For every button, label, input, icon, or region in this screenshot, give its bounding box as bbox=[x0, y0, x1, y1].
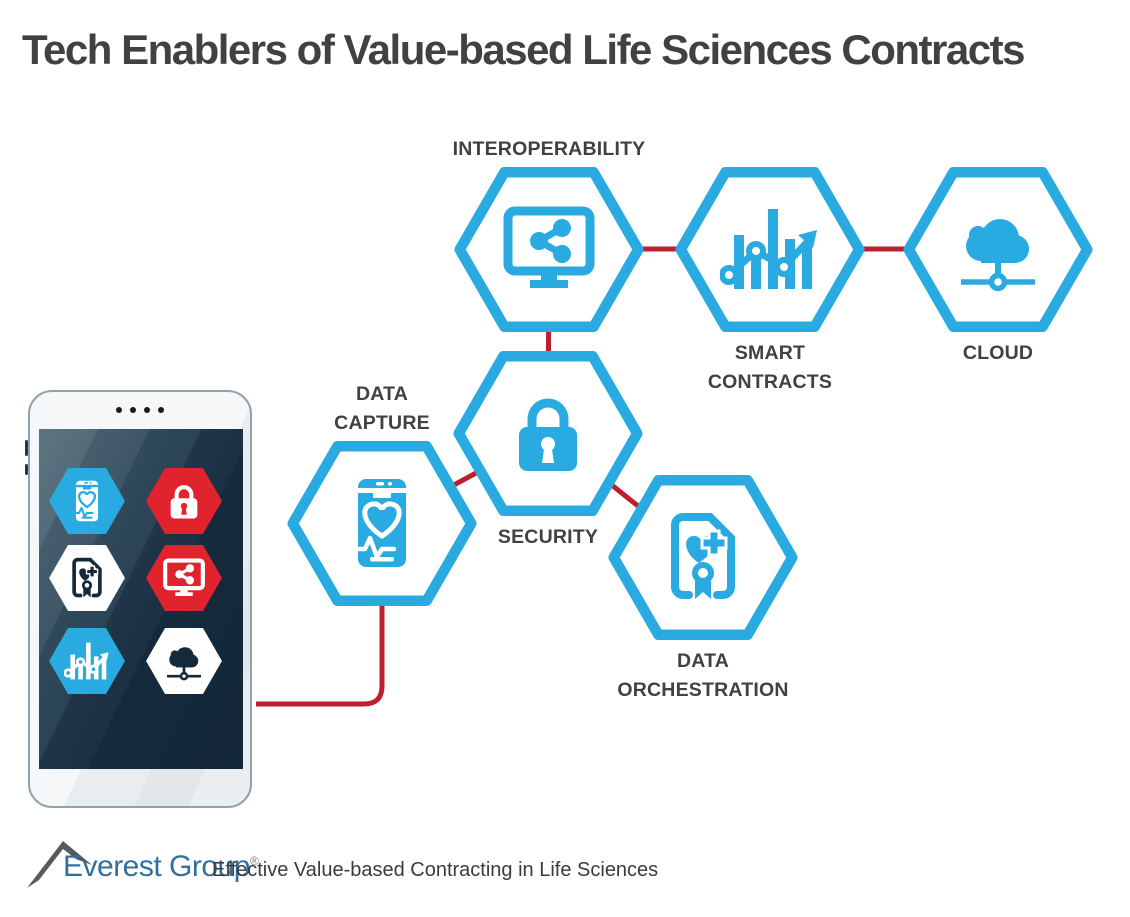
phone-speaker-dots bbox=[30, 407, 250, 413]
app-tile-smart-contracts bbox=[49, 628, 125, 694]
phone-side-button bbox=[25, 440, 28, 456]
phone-screen bbox=[39, 429, 243, 769]
node-label-security: SECURITY bbox=[497, 526, 599, 548]
app-tile-data-orchestration bbox=[49, 545, 125, 611]
node-cloud: CLOUD bbox=[902, 166, 1094, 364]
smartphone-illustration bbox=[25, 390, 252, 808]
brand-name: Everest Group® bbox=[63, 850, 259, 884]
phone-side-button bbox=[25, 464, 28, 475]
node-label-data-orchestration: DATA ORCHESTRATION bbox=[617, 650, 789, 702]
node-data-orchestration: DATA ORCHESTRATION bbox=[607, 474, 799, 701]
monitor-share-icon bbox=[499, 199, 599, 299]
node-label-interoperability: INTEROPERABILITY bbox=[452, 137, 646, 160]
app-tile-interoperability bbox=[146, 545, 222, 611]
monitor-share-icon bbox=[161, 555, 207, 601]
mobile-health-icon bbox=[72, 479, 100, 523]
page-title: Tech Enablers of Value-based Life Scienc… bbox=[22, 26, 1025, 73]
certified-document-icon bbox=[72, 557, 102, 600]
node-interoperability: INTEROPERABILITY bbox=[453, 138, 645, 333]
node-security: SECURITY bbox=[452, 350, 644, 548]
mobile-health-icon bbox=[332, 473, 432, 573]
node-smart-contracts: SMART CONTRACTS bbox=[674, 166, 866, 393]
connector-data-capture-phone bbox=[256, 524, 385, 707]
padlock-icon bbox=[161, 478, 207, 524]
app-tile-data-capture bbox=[49, 468, 125, 534]
node-label-cloud: CLOUD bbox=[962, 342, 1034, 364]
cloud-network-icon bbox=[948, 199, 1048, 299]
node-data-capture: DATA CAPTURE bbox=[286, 383, 478, 607]
node-label-data-capture: DATA CAPTURE bbox=[334, 382, 430, 434]
footer-tagline: Effective Value-based Contracting in Lif… bbox=[212, 859, 659, 881]
brand-text: Everest Group bbox=[63, 850, 250, 883]
bar-chart-trend-icon bbox=[720, 199, 820, 299]
node-label-smart-contracts: SMART CONTRACTS bbox=[707, 342, 833, 394]
footer: Everest Group® Effective Value-based Con… bbox=[0, 832, 1130, 902]
bar-chart-trend-icon bbox=[64, 640, 110, 682]
registered-mark: ® bbox=[249, 854, 259, 868]
cloud-network-icon bbox=[165, 645, 203, 681]
app-tile-cloud bbox=[146, 628, 222, 694]
everest-group-logo-mark bbox=[27, 841, 92, 888]
certified-document-icon bbox=[653, 507, 753, 607]
app-tile-security bbox=[146, 468, 222, 534]
